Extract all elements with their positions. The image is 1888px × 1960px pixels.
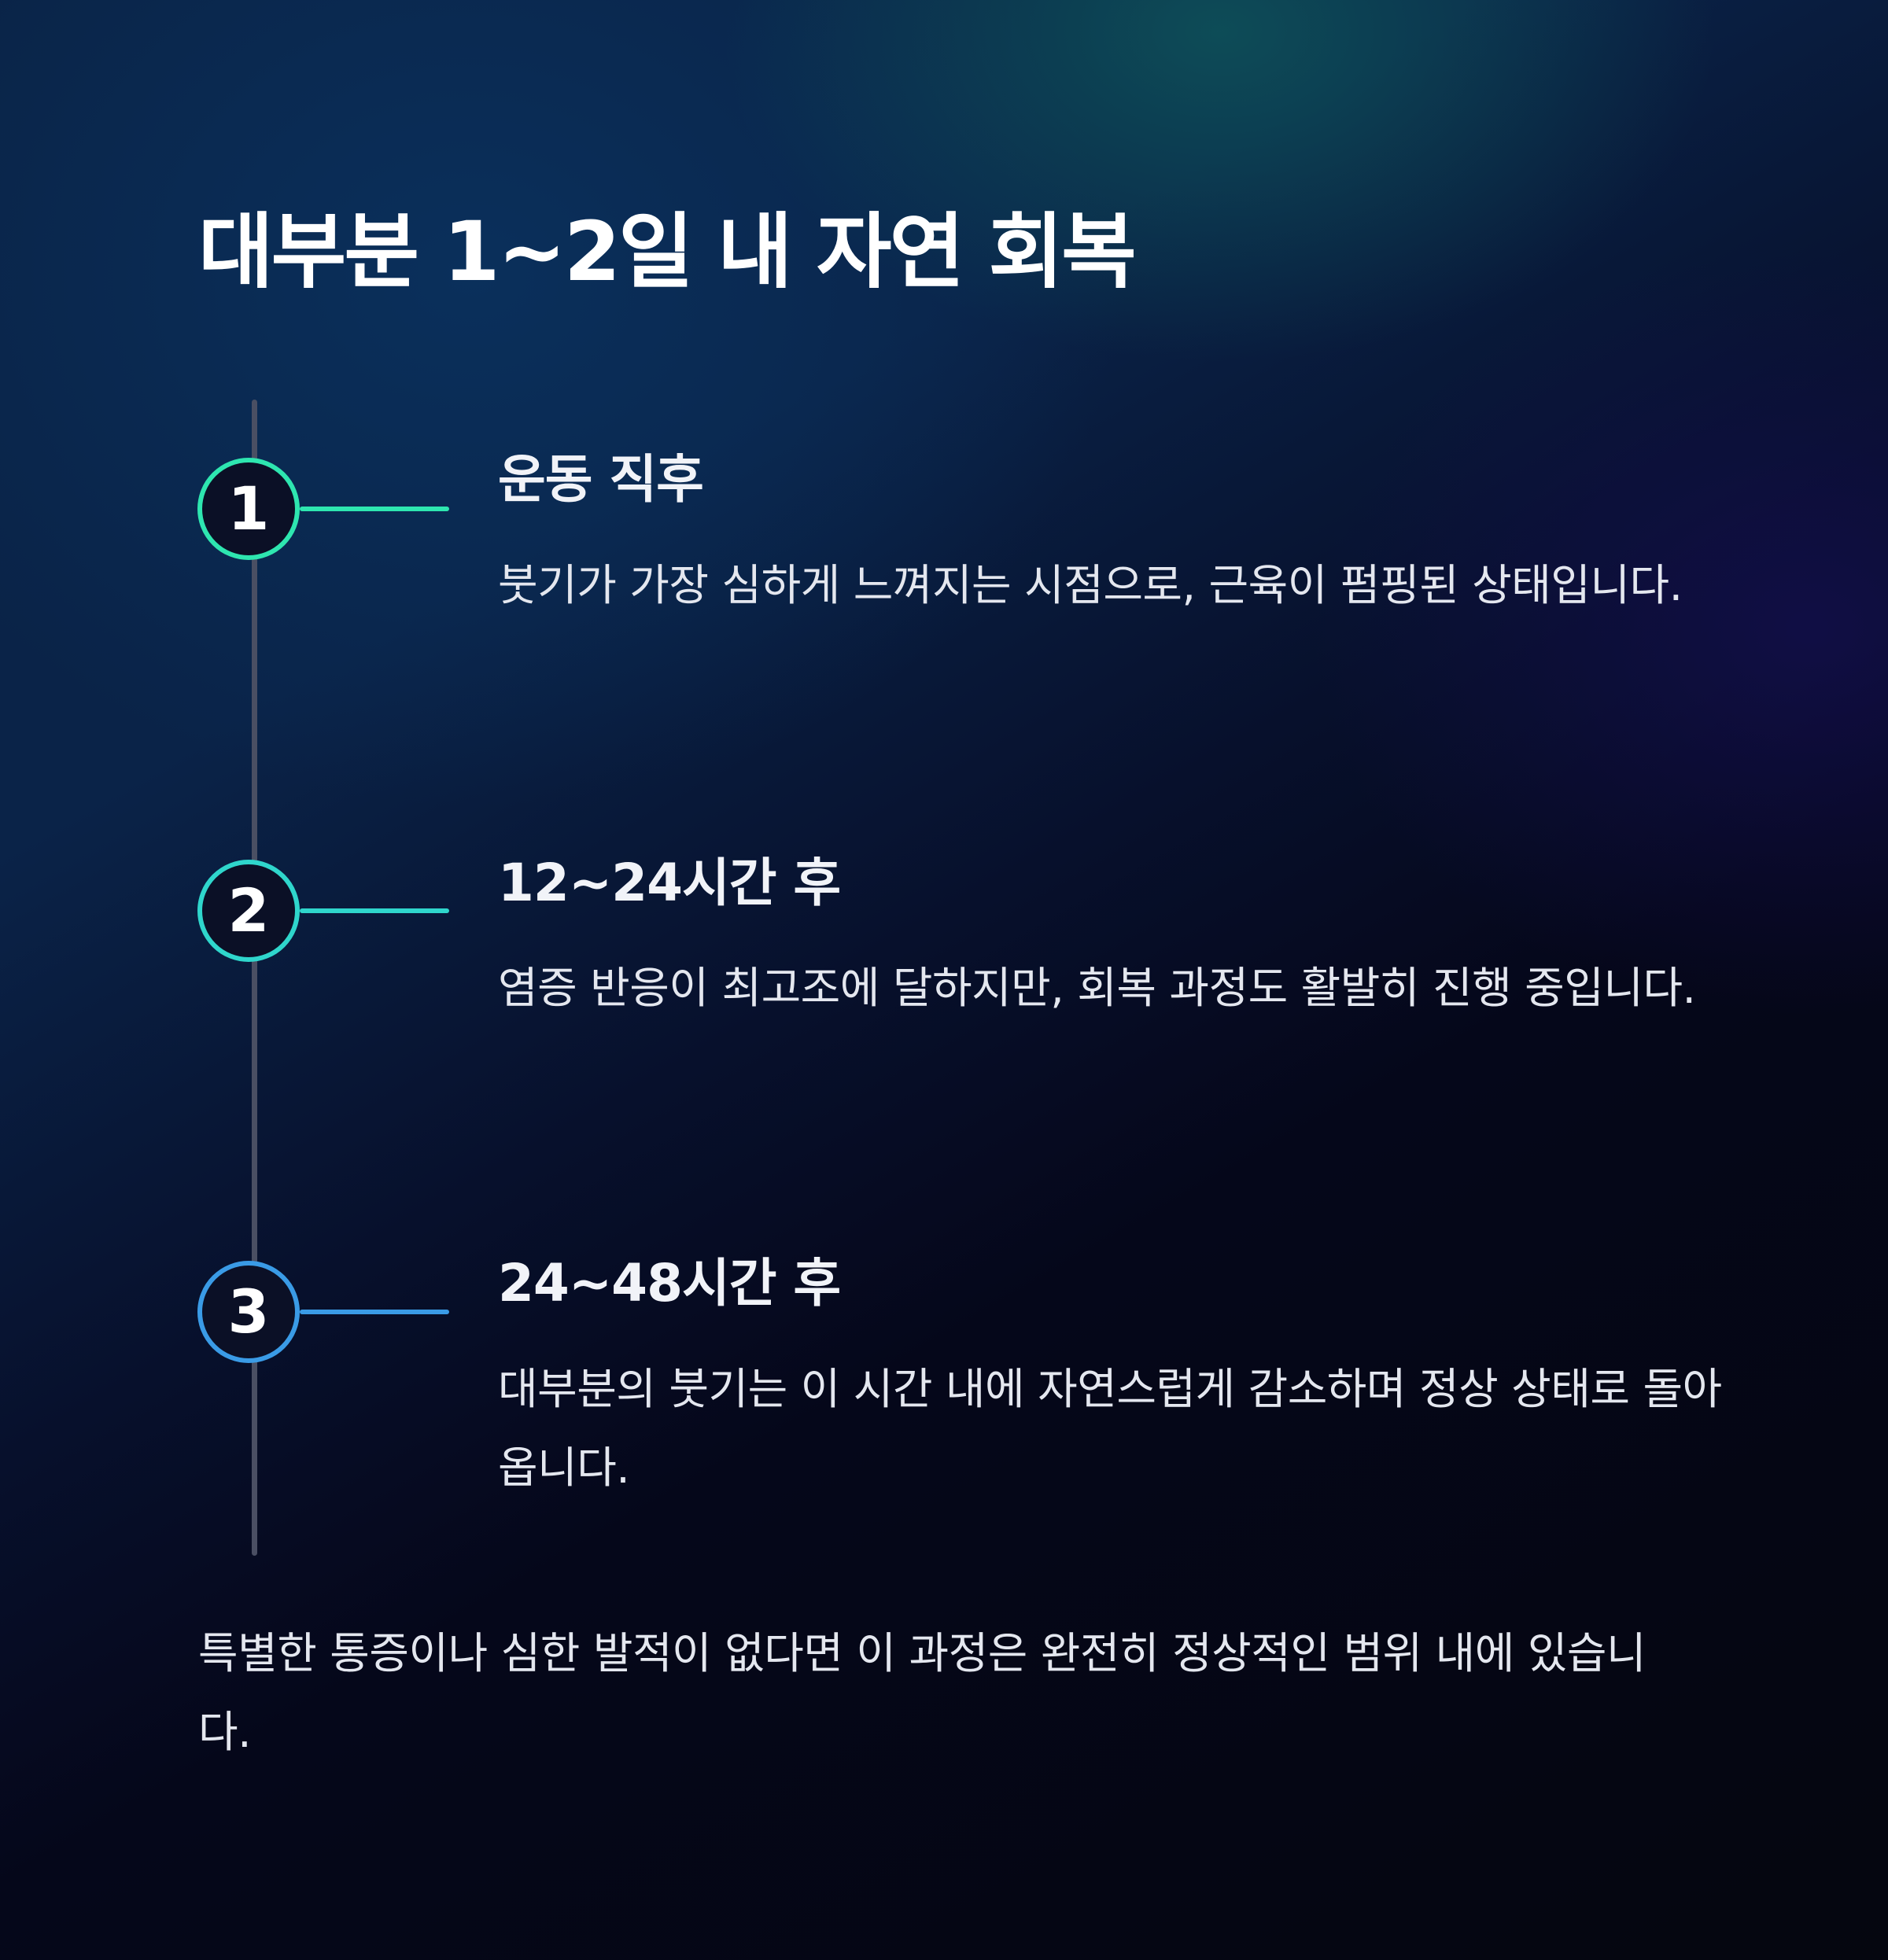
step-description: 대부분의 붓기는 이 시간 내에 자연스럽게 감소하며 정상 상태로 돌아옵니다… xyxy=(498,1364,1722,1493)
footer-note: 특별한 통증이나 심한 발적이 없다면 이 과정은 완전히 정상적인 범위 내에… xyxy=(198,1628,1646,1757)
page-title: 대부분 1~2일 내 자연 회복 xyxy=(198,204,1137,300)
step-connector-line xyxy=(300,1310,449,1314)
step-number-badge: 2 xyxy=(197,860,300,962)
step-title: 운동 직후 xyxy=(498,449,704,510)
timeline-line xyxy=(252,400,257,1556)
step-description: 염증 반응이 최고조에 달하지만, 회복 과정도 활발히 진행 중입니다. xyxy=(498,963,1696,1013)
step-number-badge: 1 xyxy=(197,458,300,560)
step-title: 24~48시간 후 xyxy=(498,1253,841,1313)
step-number-badge: 3 xyxy=(197,1261,300,1363)
step-connector-line xyxy=(300,507,449,511)
step-description: 붓기가 가장 심하게 느껴지는 시점으로, 근육이 펌핑된 상태입니다. xyxy=(498,560,1683,610)
step-connector-line xyxy=(300,908,449,913)
step-title: 12~24시간 후 xyxy=(498,853,841,913)
